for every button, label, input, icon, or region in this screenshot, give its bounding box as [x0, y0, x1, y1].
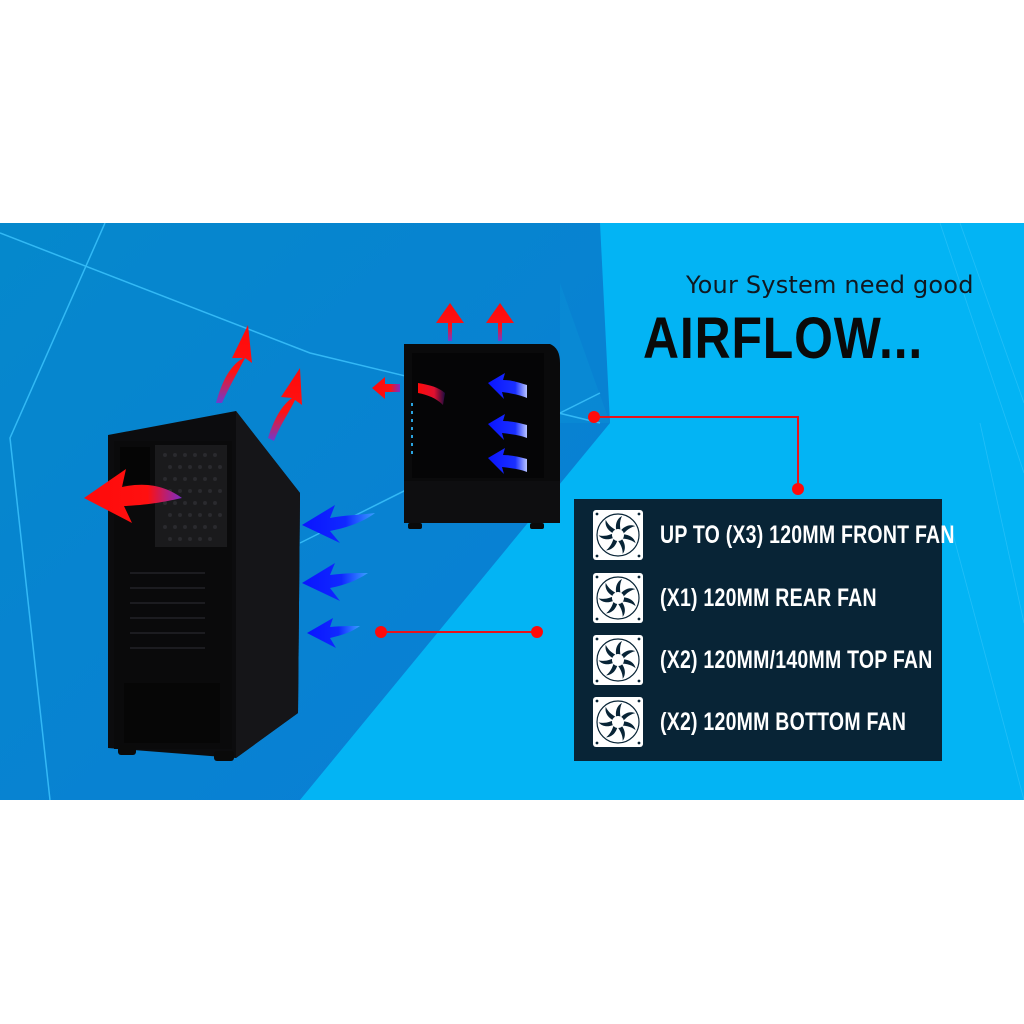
fan-icon	[592, 634, 644, 686]
intake-arrow-side-1	[488, 373, 527, 399]
intake-arrow-front-1	[302, 505, 375, 543]
fan-icon	[592, 696, 644, 748]
connector-line-upper	[594, 416, 799, 489]
fan-support-panel: UP TO (X3) 120MM FRONT FAN (X1) 120MM RE…	[574, 499, 954, 761]
pc-case-side-view	[404, 344, 560, 529]
intake-arrow-side-3	[488, 448, 527, 474]
fan-support-label: (X2) 120MM/140MM TOP FAN	[660, 645, 933, 674]
exhaust-arrows	[84, 303, 514, 523]
exhaust-flow-inside	[418, 383, 445, 405]
connector-dot	[588, 411, 600, 423]
fan-icon	[592, 509, 644, 561]
exhaust-arrow-side-rear	[372, 377, 400, 399]
intake-arrows	[302, 373, 527, 648]
headline-title: AIRFLOW...	[643, 306, 924, 371]
fan-support-item: (X1) 120MM REAR FAN	[592, 572, 938, 624]
exhaust-arrow-top-1	[216, 325, 252, 403]
fan-support-item: (X2) 120MM/140MM TOP FAN	[592, 634, 1009, 686]
callout-connectors	[375, 411, 804, 638]
fan-support-item: (X2) 120MM BOTTOM FAN	[592, 696, 976, 748]
fan-support-label: UP TO (X3) 120MM FRONT FAN	[660, 520, 955, 549]
connector-dot	[375, 626, 387, 638]
intake-arrow-front-3	[307, 618, 360, 648]
fan-support-label: (X2) 120MM BOTTOM FAN	[660, 707, 907, 736]
fan-support-item: UP TO (X3) 120MM FRONT FAN	[592, 509, 1024, 561]
pc-case-rear-view	[108, 411, 300, 761]
intake-arrow-side-2	[488, 414, 527, 440]
exhaust-arrow-side-top-2	[486, 303, 514, 341]
connector-dot	[792, 483, 804, 495]
background-graphic	[0, 223, 1024, 800]
intake-arrow-front-2	[302, 563, 368, 601]
connector-dot	[531, 626, 543, 638]
airflow-banner: Your System need good AIRFLOW... UP TO (…	[0, 223, 1024, 800]
fan-icon	[592, 572, 644, 624]
exhaust-arrow-rear	[84, 469, 182, 523]
fan-support-label: (X1) 120MM REAR FAN	[660, 583, 877, 612]
exhaust-arrow-top-2	[268, 368, 302, 441]
exhaust-arrow-side-top-1	[436, 303, 464, 341]
headline-subtitle: Your System need good	[686, 271, 974, 299]
